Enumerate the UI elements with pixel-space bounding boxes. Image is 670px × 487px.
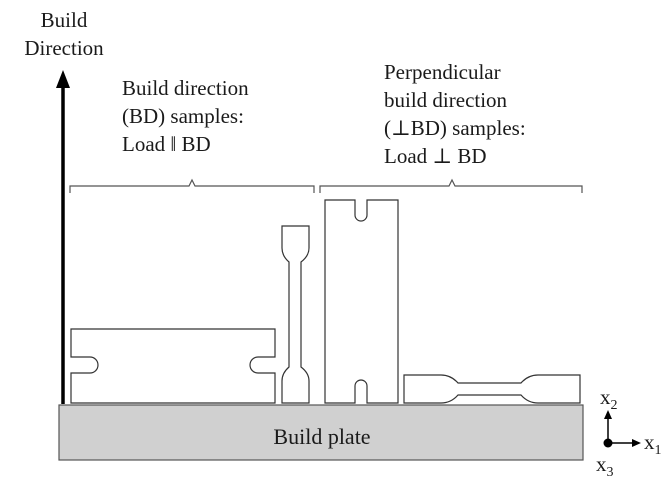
build-plate-label: Build plate xyxy=(273,424,371,449)
build-direction-label: Build Direction xyxy=(8,6,120,62)
axis-x2-base: x xyxy=(600,385,611,409)
bd-dogbone-sample xyxy=(281,225,310,404)
diagram-canvas xyxy=(56,70,641,461)
bd-samples-line3: Load ‖ BD xyxy=(122,132,211,156)
perp-samples-label: Perpendicular build direction (⊥BD) samp… xyxy=(384,58,526,170)
perp-samples-line1: Perpendicular xyxy=(384,60,501,84)
coordinate-axes xyxy=(603,410,641,448)
bd-block-sample xyxy=(70,328,276,404)
axis-x1-base: x xyxy=(644,430,655,454)
perp-dogbone-sample xyxy=(403,374,581,404)
build-plate xyxy=(58,404,584,461)
axis-x3-base: x xyxy=(596,452,607,476)
bd-samples-label: Build direction (BD) samples: Load ‖ BD xyxy=(122,74,249,158)
out-of-plane-dot xyxy=(603,438,613,448)
axis-x1-label: x1 xyxy=(644,428,662,465)
perp-block-sample xyxy=(324,199,399,404)
axis-x1-sub: 1 xyxy=(654,443,662,458)
perp-samples-line4: Load ⊥ BD xyxy=(384,144,487,168)
build-direction-line1: Build xyxy=(40,8,88,32)
build-direction-line2: Direction xyxy=(24,36,104,60)
bd-brace xyxy=(69,178,315,193)
perp-brace xyxy=(319,178,583,193)
perp-samples-line3: (⊥BD) samples: xyxy=(384,116,526,140)
axis-x2-label: x2 xyxy=(600,383,618,420)
bd-samples-line1: Build direction xyxy=(122,76,249,100)
perp-samples-line2: build direction xyxy=(384,88,508,112)
axis-x2-sub: 2 xyxy=(610,398,618,413)
build-direction-arrow xyxy=(56,70,70,404)
axis-x3-sub: 3 xyxy=(606,465,614,480)
bd-samples-line2: (BD) samples: xyxy=(122,104,244,128)
axis-x3-label: x3 xyxy=(596,450,614,487)
